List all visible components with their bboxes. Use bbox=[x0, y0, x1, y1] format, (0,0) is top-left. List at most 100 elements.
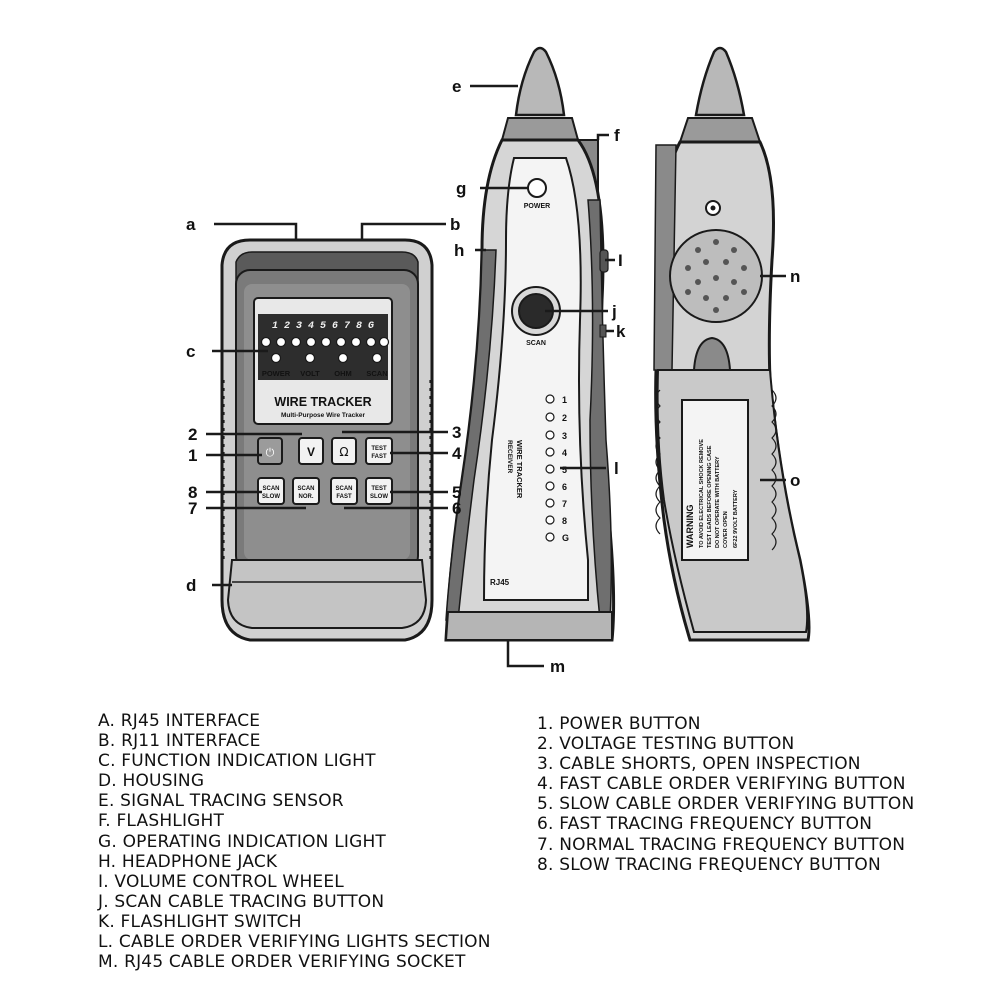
callout-5: 5 bbox=[452, 483, 461, 502]
callout-a: a bbox=[186, 215, 196, 234]
indicator-label-scan: SCAN bbox=[366, 369, 387, 378]
legend-letters: A. RJ45 INTERFACE B. RJ11 INTERFACE C. F… bbox=[98, 711, 491, 972]
scan-nor-label-1: SCAN bbox=[297, 486, 314, 492]
legend-item-4: 4. FAST CABLE ORDER VERIFYING BUTTON bbox=[537, 774, 906, 795]
warning-text-group: WARNING TO AVOID ELECTRICAL SHOCK REMOVE… bbox=[685, 439, 739, 548]
receiver-power-label: POWER bbox=[524, 203, 550, 210]
function-indicator-leds bbox=[260, 336, 390, 364]
indicator-label-volt: VOLT bbox=[300, 369, 320, 378]
back-probe-tip bbox=[694, 46, 746, 117]
callout-2: 2 bbox=[188, 425, 197, 444]
legend-numbers: 1. POWER BUTTON 2. VOLTAGE TESTING BUTTO… bbox=[537, 714, 914, 875]
callout-e: e bbox=[452, 77, 461, 96]
led-label-3: 3 bbox=[562, 431, 567, 441]
transmitter-brand-subtitle: Multi-Purpose Wire Tracker bbox=[281, 412, 366, 419]
transmitter-lower-band bbox=[226, 559, 428, 629]
warning-line-1: TO AVOID ELECTRICAL SHOCK REMOVE bbox=[699, 439, 705, 548]
legend-item-6: 6. FAST TRACING FREQUENCY BUTTON bbox=[537, 814, 873, 835]
transmitter-buttons: ⏻ V Ω TEST FAST SCAN SLOW SCAN NOR. SCAN… bbox=[257, 437, 393, 505]
lcd-dark-strip bbox=[258, 314, 388, 380]
leader-lines bbox=[206, 84, 786, 668]
callout-o: o bbox=[790, 471, 800, 490]
legend-item-g: G. OPERATING INDICATION LIGHT bbox=[98, 831, 387, 852]
led-label-5: 5 bbox=[562, 465, 567, 475]
scan-fast-label-1: SCAN bbox=[335, 486, 352, 492]
cable-order-light-numbers: 1 2 3 4 5 6 7 8 G bbox=[562, 395, 569, 543]
callout-labels: a b c d e f g h I j k l m n o 2 1 3 4 8 … bbox=[186, 77, 800, 676]
callout-f: f bbox=[614, 126, 620, 145]
transmitter-unit: 1 2 3 4 5 6 7 8 G POWER VOLT OHM SCAN WI… bbox=[220, 238, 434, 642]
battery-latch bbox=[692, 336, 732, 371]
back-left-rail bbox=[653, 144, 677, 371]
power-button[interactable] bbox=[257, 437, 283, 465]
legend-item-5: 5. SLOW CABLE ORDER VERIFYING BUTTON bbox=[537, 794, 915, 815]
legend-item-h: H. HEADPHONE JACK bbox=[98, 851, 278, 872]
callout-8: 8 bbox=[188, 483, 197, 502]
test-fast-button[interactable] bbox=[365, 437, 393, 465]
warning-line-3: DO NOT OPERATE WITH BATTERY bbox=[715, 456, 721, 548]
transmitter-brand-title: WIRE TRACKER bbox=[274, 395, 371, 409]
legend-item-3: 3. CABLE SHORTS, OPEN INSPECTION bbox=[537, 754, 861, 775]
scan-fast-button[interactable] bbox=[330, 477, 358, 505]
indicator-labels: POWER VOLT OHM SCAN bbox=[262, 369, 388, 378]
callout-n: n bbox=[790, 267, 800, 286]
warning-label bbox=[681, 399, 749, 561]
receiver-scan-label: SCAN bbox=[526, 340, 546, 347]
warning-line-2: TEST LEADS BEFORE OPENING CASE bbox=[707, 445, 713, 548]
transmitter-grip-ribs bbox=[223, 380, 431, 560]
led-label-7: 7 bbox=[562, 499, 567, 509]
receiver-vertical-label: WIRE TRACKER RECEIVER bbox=[506, 440, 524, 499]
receiver-faceplate bbox=[482, 157, 589, 601]
test-fast-label-1: TEST bbox=[371, 446, 387, 452]
volt-button[interactable] bbox=[298, 437, 324, 465]
legend-item-d: D. HOUSING bbox=[98, 771, 205, 792]
scan-nor-button[interactable] bbox=[292, 477, 320, 505]
lcd-digit-row: 1 2 3 4 5 6 7 8 G bbox=[272, 321, 374, 332]
warning-line-5: 6F22 9VOLT BATTERY bbox=[733, 489, 739, 548]
led-label-8: 8 bbox=[562, 516, 567, 526]
legend-item-1: 1. POWER BUTTON bbox=[537, 714, 701, 734]
callout-k: k bbox=[616, 322, 626, 341]
legend-item-7: 7. NORMAL TRACING FREQUENCY BUTTON bbox=[537, 834, 906, 855]
receiver-unit: POWER SCAN 1 2 3 4 5 6 7 8 G WIRE TRACKE… bbox=[444, 46, 616, 642]
test-slow-label-2: SLOW bbox=[370, 494, 388, 500]
receiver-back-unit: WARNING TO AVOID ELECTRICAL SHOCK REMOVE… bbox=[653, 46, 811, 642]
probe-collar bbox=[500, 117, 580, 141]
scan-nor-label-2: NOR. bbox=[299, 494, 314, 500]
callout-7: 7 bbox=[188, 499, 197, 518]
callout-b: b bbox=[450, 215, 460, 234]
receiver-subtitle: RECEIVER bbox=[506, 440, 513, 474]
operating-indicator-light bbox=[527, 178, 547, 198]
warning-title: WARNING bbox=[685, 505, 695, 549]
ohm-button[interactable] bbox=[331, 437, 357, 465]
callout-4: 4 bbox=[452, 444, 462, 463]
led-label-6: 6 bbox=[562, 482, 567, 492]
test-slow-label-1: TEST bbox=[371, 486, 387, 492]
callout-1: 1 bbox=[188, 446, 197, 465]
led-label-2: 2 bbox=[562, 413, 567, 423]
warning-line-4: COVER OPEN bbox=[723, 511, 729, 548]
led-label-4: 4 bbox=[562, 448, 567, 458]
rj45-socket-label: RJ45 bbox=[490, 578, 510, 587]
power-icon: ⏻ bbox=[266, 446, 275, 459]
legend-item-a: A. RJ45 INTERFACE bbox=[98, 711, 261, 731]
callout-c: c bbox=[186, 342, 195, 361]
back-jack-center bbox=[710, 205, 716, 211]
callout-h: h bbox=[454, 241, 464, 260]
legend-item-c: C. FUNCTION INDICATION LIGHT bbox=[98, 751, 376, 772]
scan-fast-label-2: FAST bbox=[336, 494, 352, 500]
back-grip-ridges bbox=[655, 389, 777, 551]
callout-l: l bbox=[614, 459, 619, 478]
volt-button-label: V bbox=[307, 445, 315, 459]
legend-item-b: B. RJ11 INTERFACE bbox=[98, 731, 261, 752]
back-probe-collar bbox=[678, 117, 762, 143]
test-fast-label-2: FAST bbox=[371, 454, 387, 460]
flashlight-switch[interactable] bbox=[599, 324, 607, 338]
receiver-title: WIRE TRACKER bbox=[515, 440, 524, 499]
callout-3: 3 bbox=[452, 423, 461, 442]
signal-tracing-sensor bbox=[514, 46, 566, 117]
legend-item-2: 2. VOLTAGE TESTING BUTTON bbox=[537, 734, 795, 755]
indicator-label-power: POWER bbox=[262, 369, 291, 378]
scan-slow-label-2: SLOW bbox=[262, 494, 280, 500]
cable-order-lights bbox=[545, 394, 555, 542]
